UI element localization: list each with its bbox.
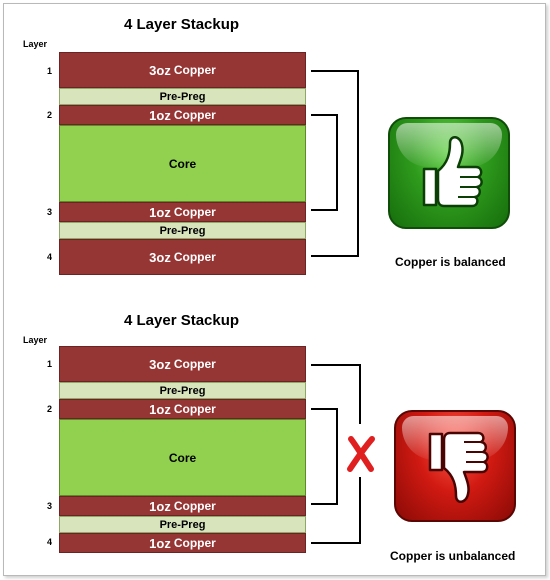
bottom-prepreg-lower-label: Pre-Preg xyxy=(159,518,206,531)
bottom-prepreg-upper: Pre-Preg xyxy=(59,382,306,399)
top-layer-4-label: Copper xyxy=(173,250,216,264)
top-caption: Copper is balanced xyxy=(395,255,506,269)
bottom-layer-3-weight: 1oz xyxy=(149,498,171,514)
top-prepreg-lower: Pre-Preg xyxy=(59,222,306,239)
bottom-layer-4-copper: 1oz Copper xyxy=(59,533,306,553)
bottom-layer-1-weight: 3oz xyxy=(149,356,171,372)
bottom-layer-2-copper: 1oz Copper xyxy=(59,399,306,419)
bottom-layer-2-weight: 1oz xyxy=(149,401,171,417)
bottom-layer-4-label: Copper xyxy=(173,536,216,550)
bottom-outer-bracket-upper xyxy=(311,364,361,424)
top-layer-2-copper: 1oz Copper xyxy=(59,105,306,125)
top-layer-3-weight: 1oz xyxy=(149,204,171,220)
top-layer-3-label: Copper xyxy=(173,205,216,219)
top-prepreg-lower-label: Pre-Preg xyxy=(159,224,206,237)
bottom-layer-2-label: Copper xyxy=(173,402,216,416)
bottom-layer-1-copper: 3oz Copper xyxy=(59,346,306,382)
top-outer-bracket xyxy=(311,70,359,257)
top-core: Core xyxy=(59,125,306,202)
x-mark-icon xyxy=(347,436,375,472)
bottom-layer-3-label: Copper xyxy=(173,499,216,513)
bottom-prepreg-upper-label: Pre-Preg xyxy=(159,384,206,397)
top-prepreg-upper-label: Pre-Preg xyxy=(159,90,206,103)
top-layer-1-label: Copper xyxy=(173,63,216,77)
bottom-layer-number-1: 1 xyxy=(46,359,52,369)
top-layer-1-copper: 3oz Copper xyxy=(59,52,306,88)
top-layer-1-weight: 3oz xyxy=(149,62,171,78)
top-stackup-title: 4 Layer Stackup xyxy=(124,16,240,33)
bottom-layer-number-2: 2 xyxy=(46,404,52,414)
bottom-layer-number-3: 3 xyxy=(46,501,52,511)
bottom-caption: Copper is unbalanced xyxy=(390,549,516,563)
top-core-label: Core xyxy=(168,156,197,171)
thumbs-up-icon xyxy=(422,136,483,208)
diagram-frame: 4 Layer Stackup Layer 1 2 3 4 3oz Copper… xyxy=(3,3,546,576)
bottom-layer-1-label: Copper xyxy=(173,357,216,371)
bottom-core-label: Core xyxy=(168,450,197,465)
top-layer-number-2: 2 xyxy=(46,110,52,120)
top-layer-number-4: 4 xyxy=(46,252,52,262)
top-layer-2-weight: 1oz xyxy=(149,107,171,123)
top-layer-4-weight: 3oz xyxy=(149,249,171,265)
top-layer-number-1: 1 xyxy=(46,66,52,76)
bottom-inner-bracket xyxy=(311,408,338,505)
bottom-layer-3-copper: 1oz Copper xyxy=(59,496,306,516)
thumbs-up-button-graphic xyxy=(388,117,510,229)
bottom-stackup-title: 4 Layer Stackup xyxy=(124,312,240,329)
top-layer-3-copper: 1oz Copper xyxy=(59,202,306,222)
top-layer-2-label: Copper xyxy=(173,108,216,122)
bottom-prepreg-lower: Pre-Preg xyxy=(59,516,306,533)
bottom-layer-header: Layer xyxy=(23,335,48,345)
top-layer-4-copper: 3oz Copper xyxy=(59,239,306,275)
thumbs-down-button-graphic xyxy=(394,410,516,522)
top-prepreg-upper: Pre-Preg xyxy=(59,88,306,105)
bottom-outer-bracket-lower xyxy=(311,477,361,544)
thumbs-down-icon xyxy=(428,431,489,503)
bottom-layer-number-4: 4 xyxy=(46,537,52,547)
bottom-core: Core xyxy=(59,419,306,496)
top-layer-header: Layer xyxy=(23,39,48,49)
bottom-layer-4-weight: 1oz xyxy=(149,535,171,551)
top-inner-bracket xyxy=(311,114,338,211)
top-layer-number-3: 3 xyxy=(46,207,52,217)
